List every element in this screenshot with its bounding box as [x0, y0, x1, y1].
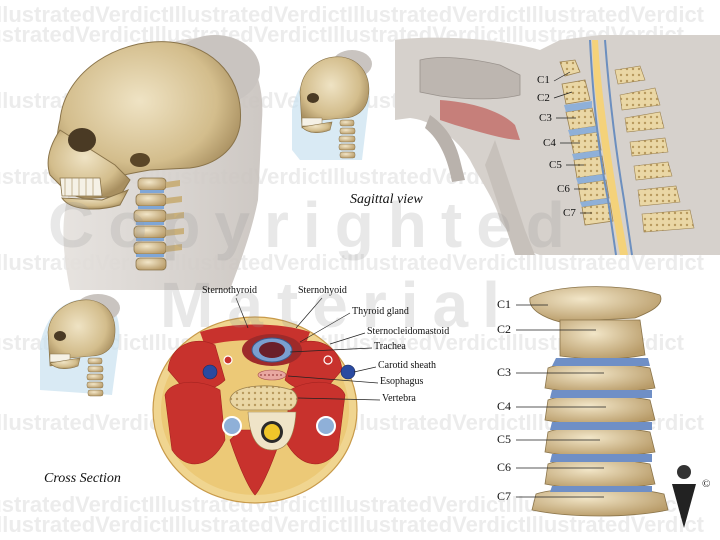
sagittal-label-c7: C7: [563, 207, 576, 219]
label-sternocleidomastoid: Sternocleidomastoid: [367, 326, 450, 337]
label-sternothyroid: Sternothyroid: [202, 285, 257, 296]
head-lateral-bottom: [40, 294, 120, 397]
spine-label-c6: C6: [497, 460, 512, 474]
spine-label-c2: C2: [497, 322, 512, 336]
spine-label-c4: C4: [497, 399, 512, 413]
caption-sagittal-view: Sagittal view: [350, 192, 423, 207]
sagittal-view: [395, 35, 720, 256]
spine-label-c7: C7: [497, 489, 512, 503]
spine-label-c3: C3: [497, 365, 512, 379]
label-esophagus: Esophagus: [380, 376, 424, 387]
cervical-spine-anterior: [516, 286, 669, 517]
label-thyroid-gland: Thyroid gland: [352, 306, 409, 317]
head-lateral-small: [292, 50, 372, 160]
watermark-row: IllustratedVerdictIllustratedVerdictIllu…: [0, 2, 705, 27]
label-vertebra: Vertebra: [382, 393, 416, 404]
cross-section: [152, 297, 381, 504]
label-trachea: Trachea: [374, 341, 406, 352]
watermark-copyright: Copyrighted: [48, 189, 579, 261]
spine-label-c1: C1: [497, 297, 512, 311]
brand-logo: [672, 465, 696, 528]
sagittal-label-c3: C3: [539, 112, 552, 124]
sagittal-label-c1: C1: [537, 74, 550, 86]
watermark-material: Material: [160, 269, 514, 341]
label-carotid-sheath: Carotid sheath: [378, 360, 437, 371]
sagittal-label-c2: C2: [537, 92, 550, 104]
head-lateral-large: [47, 35, 263, 290]
sagittal-label-c5: C5: [549, 159, 562, 171]
spine-label-c5: C5: [497, 432, 512, 446]
sagittal-label-c4: C4: [543, 137, 556, 149]
copyright-symbol: ©: [702, 478, 711, 490]
sagittal-label-c6: C6: [557, 183, 570, 195]
caption-cross-section: Cross Section: [44, 471, 121, 486]
label-sternohyoid: Sternohyoid: [298, 285, 347, 296]
